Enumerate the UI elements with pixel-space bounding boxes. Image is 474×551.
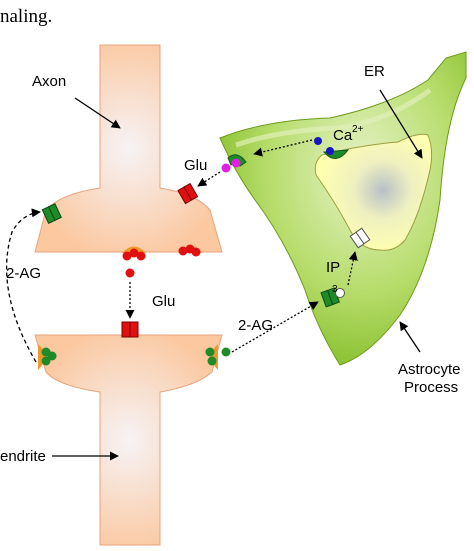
- glu-mid-label: Glu: [152, 293, 175, 310]
- astrocyte-label-line1: Astrocyte: [398, 361, 461, 378]
- dendrite-label: endrite: [0, 448, 46, 465]
- calcium-label: Ca: [333, 127, 353, 144]
- astrocyte-cb1-receptor: [320, 287, 340, 308]
- glu-top-label: Glu: [184, 157, 207, 174]
- astrocyte-label-line2: Process: [404, 379, 458, 396]
- axon-terminal: [34, 44, 223, 253]
- ip3-molecule: [335, 288, 345, 298]
- calcium-superscript: 2+: [352, 124, 364, 135]
- glutamate-molecule: [231, 158, 241, 168]
- vesicle-release-site-right: [178, 244, 202, 257]
- ip3-receptor: [349, 227, 371, 249]
- 2ag-to-astrocyte-arrow: [231, 301, 319, 353]
- postsynaptic-glutamate-receptor: [121, 321, 139, 338]
- 2ag-release-site-left: [38, 344, 57, 370]
- ip3-subscript: 3: [332, 284, 338, 295]
- presynaptic-glutamate-receptor: [177, 182, 199, 205]
- axon-label: Axon: [32, 73, 66, 90]
- dendrite-spine: [34, 334, 223, 546]
- astrocyte-pointer-arrow: [399, 321, 421, 353]
- endoplasmic-reticulum: [314, 133, 433, 251]
- vesicle-release-site-left: [122, 246, 146, 261]
- glutamate-molecule: [221, 163, 231, 173]
- 2ag-left-label: 2-AG: [6, 265, 41, 282]
- calcium-ion: [314, 137, 322, 145]
- ip3-label: IP: [326, 259, 340, 276]
- axon-pointer-arrow: [74, 97, 121, 129]
- er-label: ER: [364, 63, 385, 80]
- er-pointer-arrow: [379, 89, 423, 159]
- header-text-fragment: naling.: [0, 6, 52, 27]
- 2ag-right-label: 2-AG: [238, 317, 273, 334]
- cb1-receptor: [41, 203, 62, 224]
- 2ag-retrograde-arrow: [6, 208, 41, 363]
- released-glutamate: [125, 268, 135, 278]
- ip3-flow-arrow: [347, 251, 358, 286]
- glu-to-presynaptic-arrow: [197, 171, 221, 187]
- calcium-flow-arrow: [253, 139, 313, 157]
- calcium-ion: [326, 147, 334, 155]
- 2ag-release-site-right: [205, 344, 231, 370]
